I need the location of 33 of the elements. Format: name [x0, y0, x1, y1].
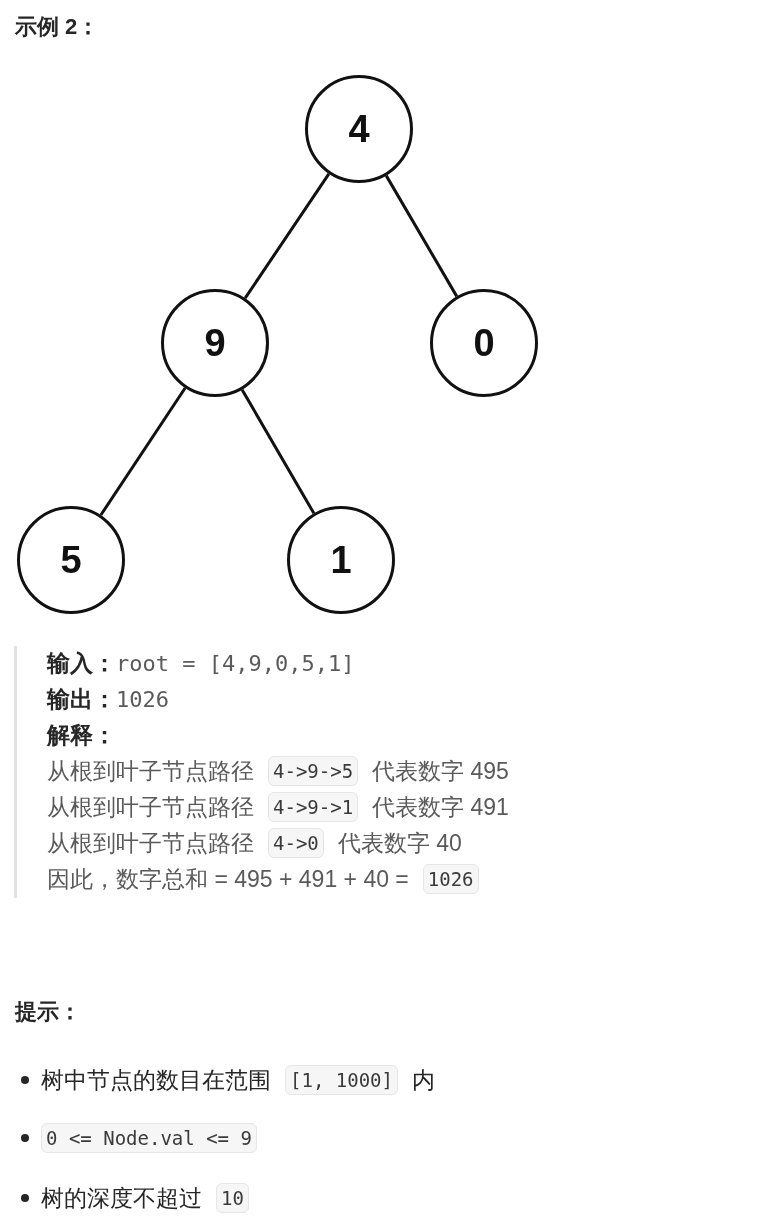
- label-text: 解释：: [47, 720, 116, 750]
- body-text: 代表数字 495: [372, 756, 509, 786]
- code-chip: [1, 1000]: [285, 1065, 398, 1095]
- tree-edge: [240, 388, 316, 515]
- code-chip: 1026: [422, 864, 479, 894]
- body-text: 从根到叶子节点路径: [47, 756, 254, 786]
- code-chip: 4->0: [268, 828, 324, 858]
- code-chip: 4->9->1: [268, 792, 359, 822]
- body-text: 从根到叶子节点路径: [47, 828, 254, 858]
- tree-node: 9: [161, 289, 269, 397]
- heading: 示例 2：: [15, 13, 100, 41]
- body-text: 树的深度不超过: [41, 1183, 202, 1213]
- tree-edge: [243, 172, 331, 300]
- label-text: 输入：: [47, 648, 116, 678]
- code-text: root = [4,9,0,5,1]: [116, 650, 355, 676]
- body-text: 代表数字 40: [337, 828, 462, 858]
- body-text: 内: [411, 1065, 435, 1095]
- code-chip: 0 <= Node.val <= 9: [41, 1123, 257, 1153]
- code-chip: 4->9->5: [268, 756, 359, 786]
- tree-node: 1: [287, 506, 395, 614]
- tree-node: 0: [430, 289, 538, 397]
- body-text: 代表数字 491: [372, 792, 509, 822]
- body-text: 树中节点的数目在范围: [41, 1065, 271, 1095]
- code-text: 1026: [116, 686, 169, 712]
- body-text: 从根到叶子节点路径: [47, 792, 254, 822]
- body-text: 因此，数字总和 = 495 + 491 + 40 =: [47, 864, 409, 894]
- code-chip: 10: [216, 1183, 249, 1213]
- tree-edge: [384, 174, 459, 298]
- tree-node: 4: [305, 75, 413, 183]
- label-text: 输出：: [47, 684, 116, 714]
- tree-edge: [99, 387, 187, 516]
- tree-node: 5: [17, 506, 125, 614]
- heading: 提示：: [15, 998, 81, 1026]
